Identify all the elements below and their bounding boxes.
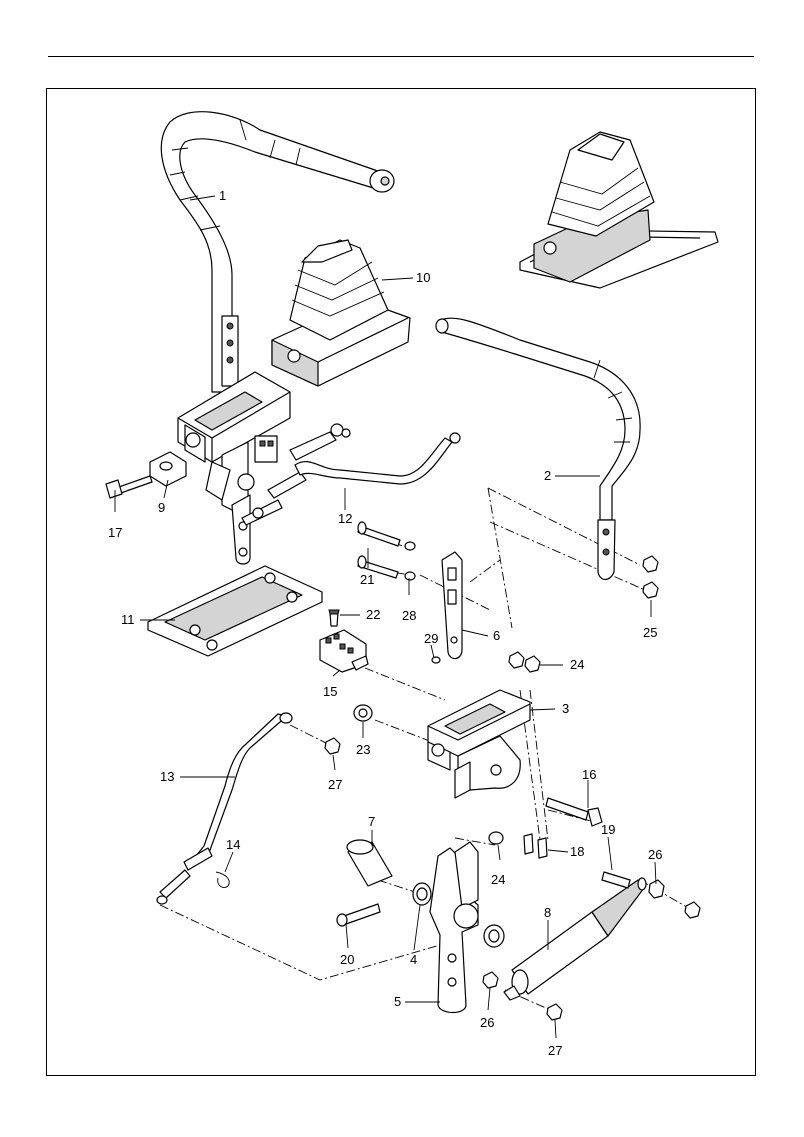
part-20-bolt [336, 903, 381, 927]
callout-4: 4 [410, 952, 417, 967]
part-29-washer [431, 656, 441, 664]
part-24-nuts-upper [508, 651, 541, 673]
callout-29: 29 [424, 631, 438, 646]
callout-26b: 26 [480, 1015, 494, 1030]
callout-6: 6 [493, 628, 500, 643]
part-8-cylinder [503, 877, 647, 1001]
part-6-plate [441, 551, 463, 660]
callout-7: 7 [368, 814, 375, 829]
part-11-gasket [147, 565, 323, 657]
part-22-screw [328, 609, 340, 627]
part-24-washer-lower [488, 831, 504, 845]
callout-13: 13 [160, 769, 174, 784]
callout-17: 17 [108, 525, 122, 540]
part-18-bolts [523, 833, 548, 859]
callout-19: 19 [601, 822, 615, 837]
callout-3: 3 [562, 701, 569, 716]
part-16-bolt [545, 797, 603, 827]
callout-22: 22 [366, 607, 380, 622]
part-17-bolt [105, 475, 153, 499]
callout-10: 10 [416, 270, 430, 285]
part-10-boot [271, 239, 411, 387]
part-23-nut [353, 704, 373, 722]
callout-24a: 24 [570, 657, 584, 672]
callout-28: 28 [402, 608, 416, 623]
part-27-nut-upper [324, 737, 341, 755]
parts-21-28-hardware [357, 521, 416, 581]
part-3-housing [427, 689, 531, 799]
callout-23: 23 [356, 742, 370, 757]
part-7-bushing [346, 839, 393, 887]
callout-26a: 26 [648, 847, 662, 862]
callout-9: 9 [158, 500, 165, 515]
part-13-rod [156, 712, 293, 905]
callout-1: 1 [219, 188, 226, 203]
callout-11: 11 [121, 612, 135, 627]
callout-labels: 1 2 3 4 5 6 7 8 9 10 11 12 13 14 15 16 1… [108, 188, 662, 1058]
callout-18: 18 [570, 844, 584, 859]
callout-15: 15 [323, 684, 337, 699]
part-9-block [149, 451, 187, 487]
diagram-frame [46, 88, 756, 1076]
part-12-rod [294, 432, 461, 485]
callout-2: 2 [544, 468, 551, 483]
callout-12: 12 [338, 511, 352, 526]
callout-27b: 27 [548, 1043, 562, 1058]
callout-25: 25 [643, 625, 657, 640]
parts-19-26-27-hardware [482, 871, 701, 1021]
callout-8: 8 [544, 905, 551, 920]
header-rule [48, 56, 754, 57]
callout-20: 20 [340, 952, 354, 967]
part-14-clip [215, 871, 230, 889]
part-5-lever [429, 841, 479, 1014]
callout-leaders [114, 195, 657, 1039]
lever-housing-assembly [177, 371, 351, 565]
callout-16: 16 [582, 767, 596, 782]
callout-27a: 27 [328, 777, 342, 792]
boot-assembled-view [519, 131, 719, 289]
callout-14: 14 [226, 837, 240, 852]
part-1-handle [160, 111, 395, 393]
callout-21: 21 [360, 572, 374, 587]
callout-24b: 24 [491, 872, 505, 887]
callout-5: 5 [394, 994, 401, 1009]
part-25-nuts [642, 555, 659, 599]
part-4-bushing [412, 882, 505, 948]
part-15-switch [319, 629, 369, 673]
part-2-handle [435, 317, 641, 581]
